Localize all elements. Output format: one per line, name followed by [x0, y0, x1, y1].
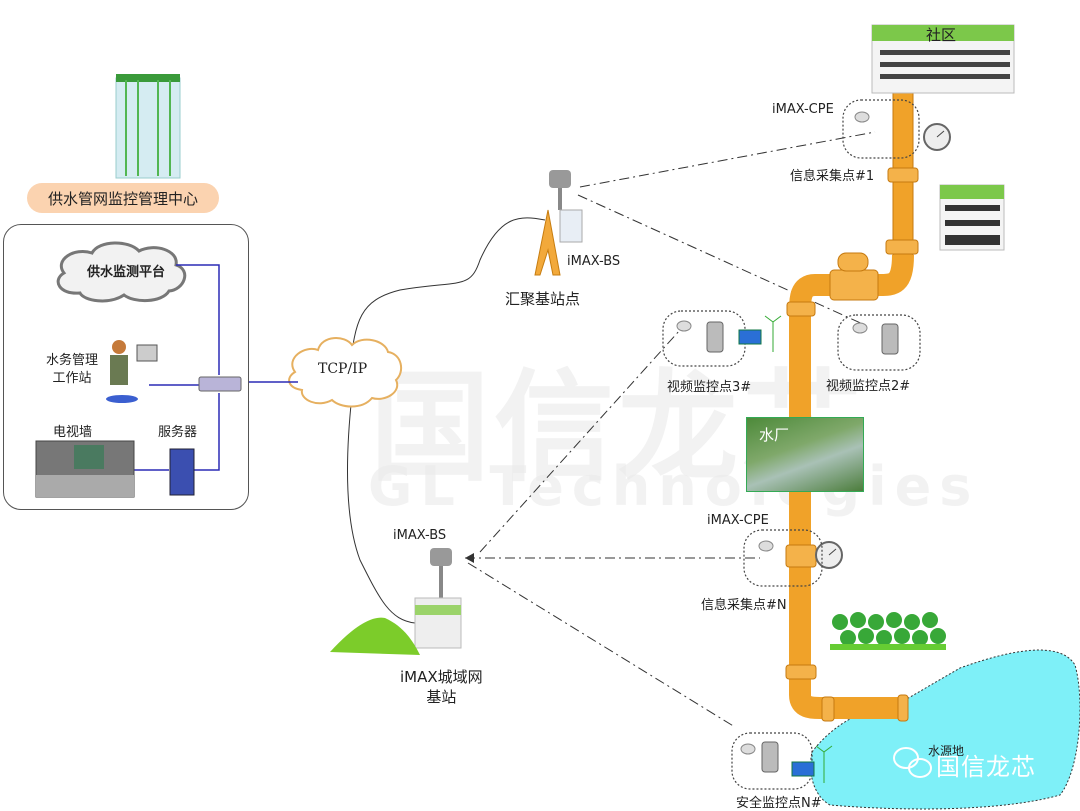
operator-workstation-icon [106, 340, 158, 403]
arrow-head [465, 553, 474, 563]
trees-icon [830, 612, 946, 650]
metro-bs-device-label: iMAX-BS [393, 528, 447, 543]
cpe-antenna-icon [676, 320, 692, 332]
platform-cloud [56, 241, 187, 303]
metro-building-icon [414, 597, 462, 649]
enclosure-info-1 [842, 99, 920, 159]
camera-icon [706, 321, 724, 353]
tcp-ip-cloud [288, 337, 403, 408]
camera-icon [761, 741, 779, 773]
wireless-link-bs1-video2 [577, 194, 866, 326]
fiber-link-aggregation [349, 217, 546, 371]
network-switch-icon [198, 376, 242, 392]
water-plant-label: 水厂 [759, 426, 790, 444]
reservoir-label: 水源地 [928, 744, 965, 758]
community-label: 社区 [926, 26, 957, 44]
solar-panel-icon [738, 329, 762, 345]
control-center-title: 供水管网监控管理中心 [27, 183, 219, 213]
reservoir-pond [810, 649, 1080, 810]
pressure-gauge-icon [923, 123, 951, 151]
cpe-antenna-icon [854, 111, 870, 123]
eiffel-tower-icon [534, 209, 561, 276]
control-center-panel: 供水监测平台 水务管理 工作站 电视墙 服务器 [3, 224, 249, 510]
fiber-link-metro [346, 394, 416, 624]
server-icon [169, 448, 195, 496]
hill-icon [330, 617, 420, 655]
server-label: 服务器 [158, 425, 198, 440]
metro-station-label: iMAX城域网 基站 [400, 667, 483, 707]
wireless-link-bs2-safety [467, 562, 736, 728]
tcp-ip-label: TCP/IP [318, 361, 368, 377]
enclosure-safety-n [731, 732, 813, 790]
enclosure-video-3 [662, 310, 746, 367]
safety-n-label: 安全监控点N# [736, 796, 822, 811]
enclosure-video-2 [837, 314, 921, 371]
workstation-label: 水务管理 工作站 [46, 352, 98, 388]
platform-label: 供水监测平台 [87, 265, 166, 280]
metro-station-label-line1: iMAX城域网 [400, 668, 483, 686]
video-3-label: 视频监控点3# [667, 380, 752, 395]
wechat-account-name: 国信龙芯 [936, 753, 1036, 781]
control-center-links [35, 241, 242, 498]
info-1-label: 信息采集点#1 [790, 169, 875, 184]
workstation-label-line1: 水务管理 [46, 353, 99, 368]
cpe-antenna-icon [740, 743, 756, 755]
water-pipe [785, 91, 919, 722]
watermark-english: GL Technologies [368, 455, 980, 518]
info-n-device-label: iMAX-CPE [707, 513, 769, 528]
enclosure-info-n [743, 529, 823, 587]
water-plant-image: 水厂 [746, 417, 864, 492]
info-1-device-label: iMAX-CPE [772, 102, 834, 117]
control-center-tower-icon [115, 74, 181, 179]
metro-station-label-line2: 基站 [426, 688, 457, 706]
base-station-antenna-icon [549, 170, 583, 243]
workstation-label-line2: 工作站 [52, 371, 92, 386]
aggregation-station-label: 汇聚基站点 [505, 290, 581, 308]
camera-icon [881, 323, 899, 355]
community-building-icon [871, 24, 1015, 94]
wind-turbine-icon [764, 315, 782, 352]
pressure-gauge-icon [815, 541, 843, 569]
video-wall-icon [35, 440, 135, 498]
apartment-building-icon [939, 184, 1005, 251]
cpe-antenna-icon [758, 540, 774, 552]
info-n-label: 信息采集点#N [701, 598, 787, 613]
base-station-antenna-icon [430, 548, 452, 600]
video-wall-label: 电视墙 [53, 425, 93, 440]
wind-turbine-icon [815, 745, 833, 783]
cpe-antenna-icon [852, 322, 868, 334]
video-2-label: 视频监控点2# [826, 379, 911, 394]
solar-panel-icon [791, 761, 815, 777]
wireless-link-bs2-video3 [479, 329, 681, 553]
aggregation-bs-device-label: iMAX-BS [567, 254, 621, 269]
